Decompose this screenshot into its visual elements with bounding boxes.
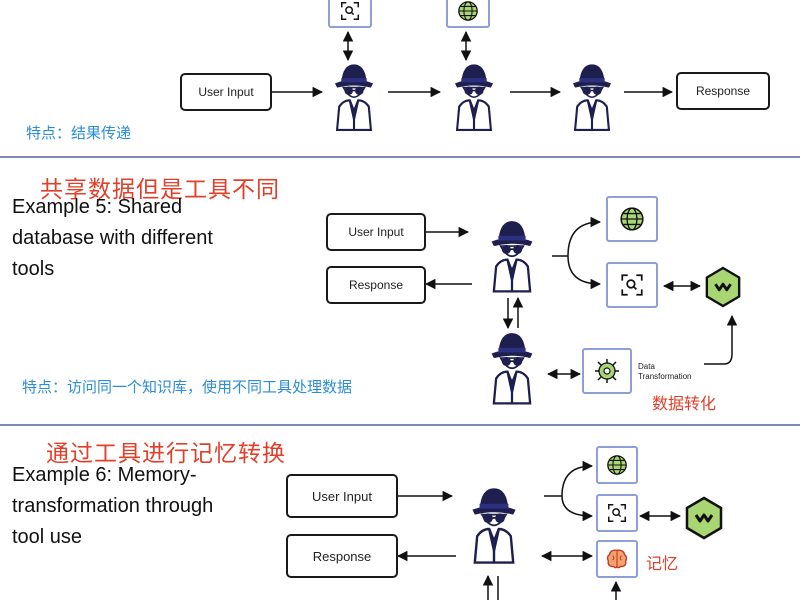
connector-lines	[396, 460, 682, 600]
response-box: Response	[326, 266, 426, 304]
example-title: Example 5: Shared database with differen…	[12, 192, 213, 285]
web-tool-box	[446, 0, 490, 28]
database-hex-icon	[684, 496, 724, 540]
user-input-box: User Input	[286, 474, 398, 518]
example-title-line: Example 5: Shared	[12, 196, 183, 218]
data-transformation-label-line: Data	[638, 362, 655, 371]
database-hex-icon	[704, 266, 742, 308]
response-label: Response	[348, 278, 404, 292]
data-transformation-cn-label: 数据转化	[652, 394, 717, 413]
data-transformation-label: Data Transformation	[638, 362, 692, 382]
example-title-line: tool use	[12, 526, 83, 548]
flow-section-shared-database: 共享数据但是工具不同 Example 5: Shared database wi…	[0, 158, 800, 424]
data-transformation-icon	[592, 356, 622, 386]
globe-icon	[619, 206, 645, 232]
response-label: Response	[695, 84, 751, 98]
response-box: Response	[676, 72, 770, 110]
search-tool-box	[596, 494, 638, 532]
response-box: Response	[286, 534, 398, 578]
globe-icon	[606, 454, 628, 476]
agent-icon	[478, 326, 546, 406]
memory-cn-label: 记忆	[646, 554, 679, 573]
agent-icon	[560, 58, 624, 132]
flow-section-sequential: User Input Response 特点：结果传递	[0, 0, 800, 156]
memory-box	[596, 540, 638, 578]
search-tool-box	[606, 262, 658, 308]
example-title: Example 6: Memory- transformation throug…	[12, 460, 213, 553]
section-cn-title: 共享数据但是工具不同	[40, 177, 280, 203]
user-input-box: User Input	[180, 73, 272, 111]
feature-note: 特点：结果传递	[26, 124, 132, 142]
response-label: Response	[312, 548, 372, 564]
connector-lines	[272, 30, 674, 98]
example-title-line: Example 6: Memory-	[12, 464, 197, 486]
globe-icon	[457, 0, 479, 22]
web-tool-box	[596, 446, 638, 484]
flow-section-memory: 通过工具进行记忆转换 Example 6: Memory- transforma…	[0, 426, 800, 600]
user-input-label: User Input	[198, 85, 254, 99]
user-input-label: User Input	[348, 225, 404, 239]
agent-icon	[478, 214, 546, 294]
example-title-line: transformation through	[12, 495, 214, 517]
user-input-box: User Input	[326, 213, 426, 251]
example-title-line: database with different	[12, 227, 213, 249]
brain-icon	[604, 546, 630, 572]
section-divider	[0, 424, 800, 426]
agent-icon	[322, 58, 386, 132]
web-tool-box	[606, 196, 658, 242]
search-icon	[606, 502, 628, 524]
connector-lines	[424, 216, 738, 380]
search-icon	[339, 0, 361, 22]
user-input-label: User Input	[312, 488, 372, 504]
section-divider	[0, 156, 800, 158]
data-transformation-box	[582, 348, 632, 394]
search-icon	[619, 272, 645, 298]
section-cn-title: 通过工具进行记忆转换	[46, 441, 286, 467]
agent-icon	[458, 480, 530, 566]
search-tool-box	[328, 0, 372, 28]
data-transformation-label-line: Transformation	[638, 372, 692, 381]
feature-note: 特点：访问同一个知识库，使用不同工具处理数据	[22, 378, 353, 396]
agent-icon	[442, 58, 506, 132]
example-title-line: tools	[12, 258, 55, 280]
